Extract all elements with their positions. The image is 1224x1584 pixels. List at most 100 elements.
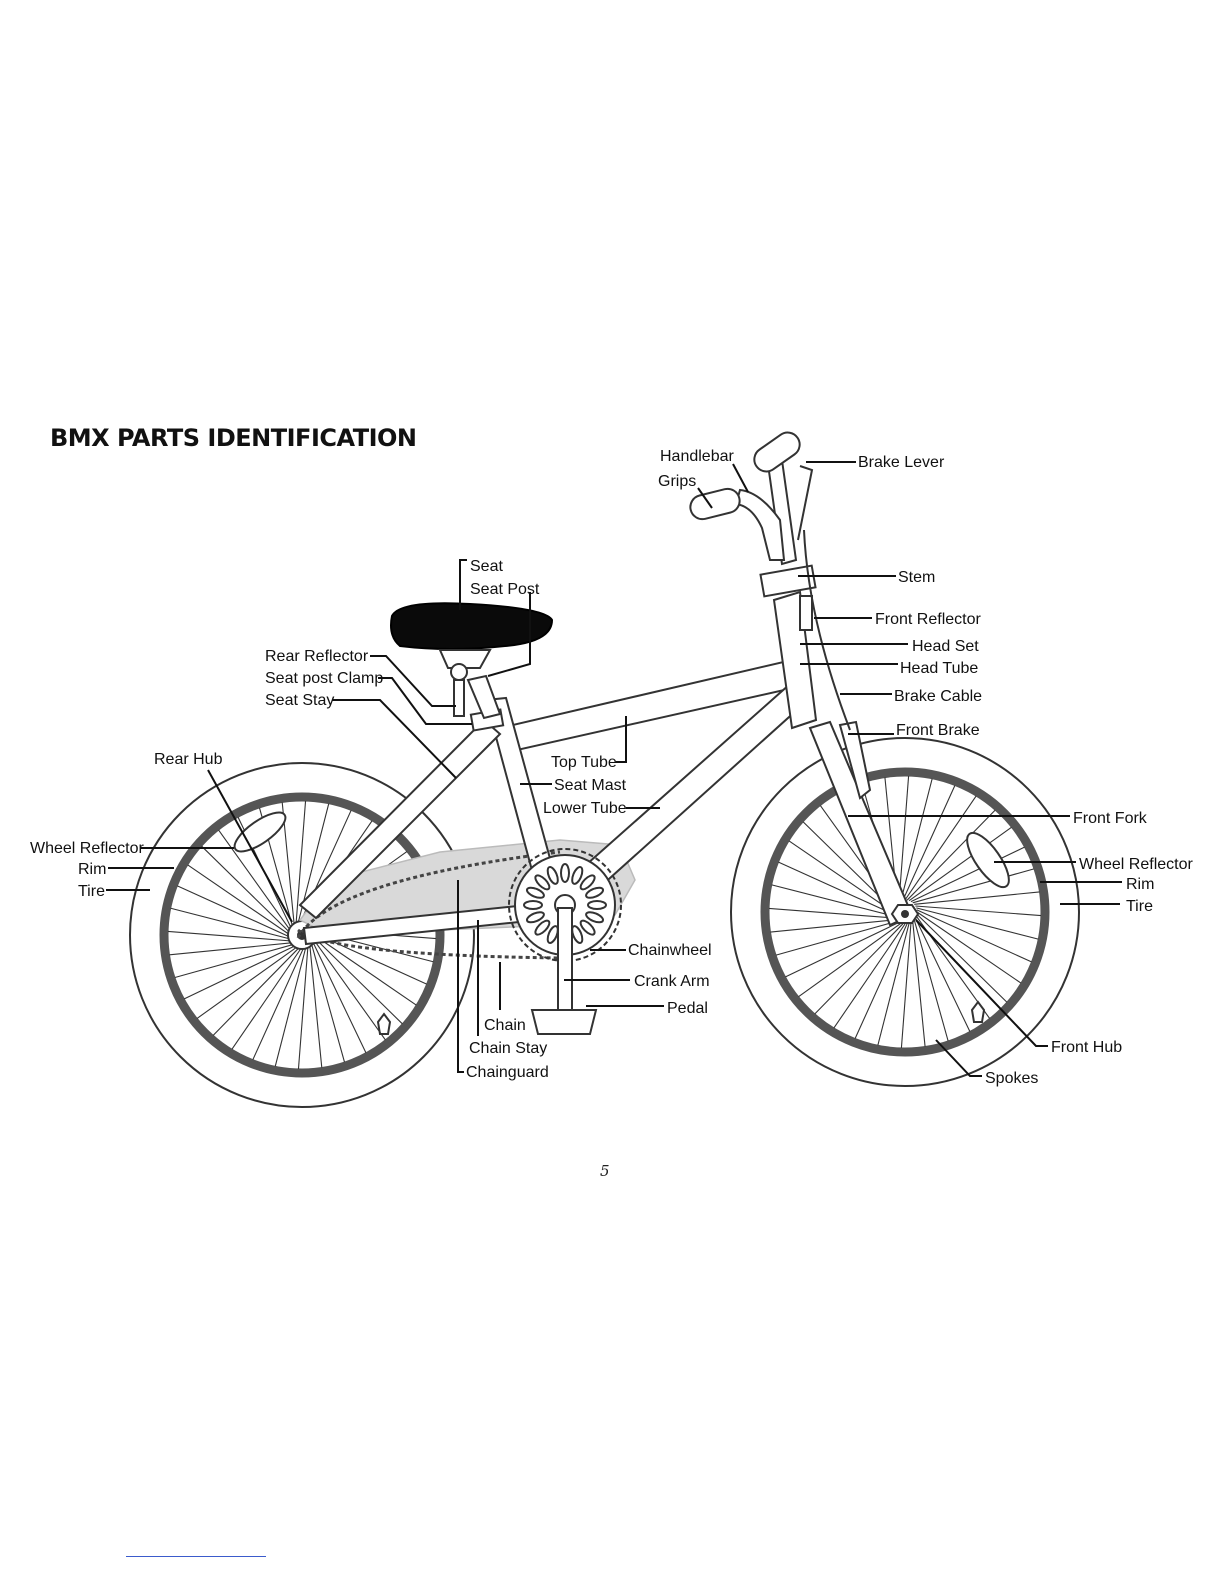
seat-rails xyxy=(438,649,492,669)
chainwheel-holes xyxy=(523,863,607,947)
label-tire-left: Tire xyxy=(78,883,105,900)
spoke xyxy=(313,934,417,1006)
label-head-set: Head Set xyxy=(912,638,979,655)
leader-rear-reflector xyxy=(370,655,456,707)
label-tire-right: Tire xyxy=(1126,898,1153,915)
spoke xyxy=(187,864,291,936)
spoke xyxy=(914,891,1040,905)
brake-cable-shape xyxy=(803,529,851,731)
label-seat: Seat xyxy=(470,558,503,575)
spoke xyxy=(912,921,926,1047)
head-tube-shape xyxy=(772,590,818,730)
spoke xyxy=(778,861,894,915)
chainwheel-hole xyxy=(534,919,551,936)
spoke xyxy=(231,946,303,1050)
label-chainguard: Chainguard xyxy=(466,1064,549,1081)
label-wheel-reflector-left: Wheel Reflector xyxy=(30,840,144,857)
seat-shape xyxy=(390,602,554,650)
spoke xyxy=(274,946,307,1067)
label-stem: Stem xyxy=(898,569,935,586)
front-rim xyxy=(760,767,1050,1057)
grip-left xyxy=(689,487,741,521)
leader-chainguard xyxy=(457,880,464,1073)
spoke xyxy=(916,909,1032,963)
spoke xyxy=(908,826,1012,902)
chainwheel-hole xyxy=(579,919,596,936)
label-rim-left: Rim xyxy=(78,861,106,878)
spoke xyxy=(295,801,307,925)
spoke xyxy=(218,829,292,932)
pedal-shape xyxy=(530,1009,598,1035)
chainwheel-hole xyxy=(587,900,607,910)
spoke xyxy=(169,942,293,956)
spoke xyxy=(788,840,894,913)
label-top-tube: Top Tube xyxy=(551,754,617,771)
label-wheel-reflector-right: Wheel Reflector xyxy=(1079,856,1193,873)
seat-stay-shape xyxy=(298,718,502,920)
chainwheel-hole xyxy=(560,863,570,883)
chainwheel-hole xyxy=(546,925,559,945)
rear-tire xyxy=(129,762,475,1108)
label-front-fork: Front Fork xyxy=(1073,810,1148,827)
seat-post-bolt xyxy=(450,663,468,681)
chainwheel-hole xyxy=(579,874,596,891)
spoke xyxy=(916,913,1008,1003)
leader-seat-stay xyxy=(332,699,457,779)
chainwheel-hole xyxy=(525,911,545,924)
part-labels: Handlebar Grips Brake Lever Seat Seat Po… xyxy=(30,448,1193,1087)
label-rear-reflector: Rear Reflector xyxy=(265,648,369,665)
spoke xyxy=(309,944,323,1068)
page-number: 5 xyxy=(600,1162,610,1180)
spoke xyxy=(915,905,1041,917)
spoke xyxy=(311,940,367,1054)
leader-lines xyxy=(106,461,1122,1077)
spoke xyxy=(769,907,895,919)
spoke xyxy=(177,885,291,938)
spoke xyxy=(770,919,896,933)
leader-seat-post-clamp xyxy=(378,677,472,725)
spoke xyxy=(914,917,971,1032)
label-seat-post: Seat Post xyxy=(470,581,540,598)
leader-top-tube xyxy=(616,716,627,763)
spoke xyxy=(854,923,908,1039)
handlebar-assembly xyxy=(689,431,851,731)
leader-spokes xyxy=(935,1039,982,1077)
leader-seat-post xyxy=(487,592,531,677)
spoke xyxy=(906,809,996,901)
spoke xyxy=(798,922,902,998)
spoke xyxy=(196,945,299,1019)
spoke xyxy=(912,868,1035,904)
brake-lever-shape xyxy=(797,465,814,541)
front-reflector-shape xyxy=(799,595,813,631)
spoke xyxy=(174,943,295,979)
chainwheel-hole xyxy=(571,925,584,945)
label-front-brake: Front Brake xyxy=(896,722,980,739)
spoke xyxy=(916,911,1022,984)
chainwheel-hole xyxy=(525,886,545,899)
label-chain-stay: Chain Stay xyxy=(469,1040,547,1057)
spoke xyxy=(916,907,1039,940)
label-chain: Chain xyxy=(484,1017,526,1034)
chain-shape xyxy=(296,850,561,960)
front-tire xyxy=(730,737,1080,1087)
label-front-reflector: Front Reflector xyxy=(875,611,981,628)
label-chainwheel: Chainwheel xyxy=(628,942,712,959)
seat-post-shape xyxy=(466,674,502,720)
spoke xyxy=(297,945,309,1069)
spoke xyxy=(310,942,346,1063)
label-lower-tube: Lower Tube xyxy=(543,800,627,817)
label-spokes: Spokes xyxy=(985,1070,1038,1087)
leader-handlebar xyxy=(732,463,749,493)
label-rear-hub: Rear Hub xyxy=(154,751,223,768)
page-title: BMX PARTS IDENTIFICATION xyxy=(50,424,417,452)
spoke xyxy=(785,921,900,978)
grip-right xyxy=(753,431,801,473)
drivetrain xyxy=(508,848,622,1035)
spoke xyxy=(775,920,898,956)
spoke xyxy=(170,907,291,940)
handlebar-bend xyxy=(734,488,786,561)
chainwheel-hole xyxy=(546,865,559,885)
label-seat-mast: Seat Mast xyxy=(554,777,627,794)
label-front-hub: Front Hub xyxy=(1051,1039,1122,1056)
